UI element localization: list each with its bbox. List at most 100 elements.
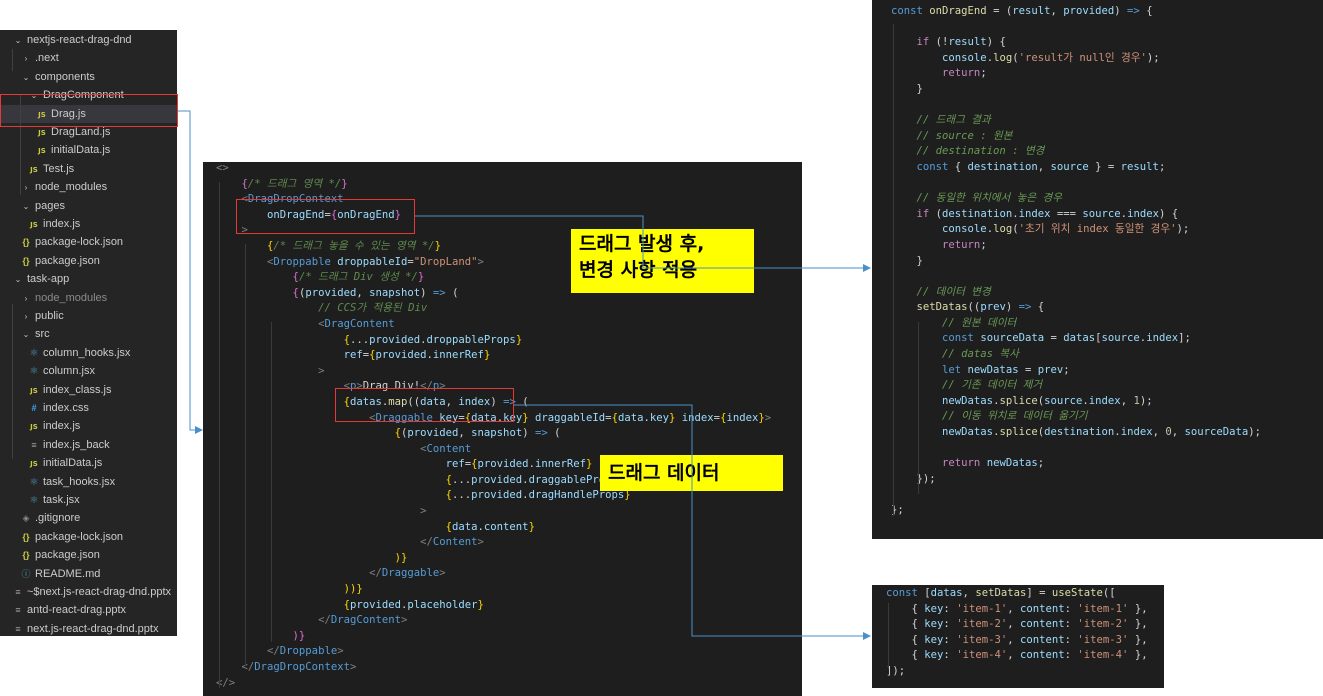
folder-icon: ⌄ [22, 72, 30, 82]
code-line: { key: 'item-4', content: 'item-4' }, [911, 649, 1148, 662]
folder-icon: ⌄ [30, 91, 38, 101]
explorer-item-label: Test.js [43, 162, 75, 175]
explorer-item-label: DragLand.js [51, 126, 111, 138]
code-line: <> [216, 162, 229, 174]
js-icon: JS [38, 147, 46, 156]
indent-guide [245, 244, 246, 666]
code-line: {datas.map((data, index) => ( [343, 395, 529, 408]
explorer-item[interactable]: {}package.json [0, 546, 177, 564]
js-icon: JS [30, 386, 38, 395]
explorer-item[interactable]: ⚛task_hooks.jsx [0, 473, 177, 491]
explorer-item[interactable]: ⌄components [0, 68, 177, 86]
explorer-item-label: column.jsx [43, 365, 95, 378]
code-line: setDatas((prev) => { [916, 301, 1045, 314]
explorer-item[interactable]: ⌄src [0, 325, 177, 343]
code-line: // CCS가 적용된 Div [318, 302, 428, 315]
code-line: {/* 드래그 영역 */} [241, 177, 348, 190]
doc-icon: ≡ [15, 605, 21, 616]
js-icon: JS [30, 460, 38, 469]
explorer-item[interactable]: ⚛ task.jsx [0, 491, 177, 509]
explorer-item[interactable]: {}package-lock.json [0, 528, 177, 546]
folder-icon: ⌄ [14, 36, 22, 45]
folder-icon: ⌄ [22, 201, 30, 211]
explorer-item[interactable]: ›node_modules [0, 289, 177, 307]
explorer-item[interactable]: ›.next [0, 49, 177, 67]
explorer-item-label: index.css [43, 402, 89, 414]
explorer-item[interactable]: ⌄DragComponent [0, 86, 177, 104]
highlight-datas-map [335, 388, 514, 422]
code-line: </DragContent> [318, 614, 408, 627]
explorer-item[interactable]: ≡next.js-react-drag-dnd.pptx [0, 620, 177, 636]
explorer-item-label: column_hooks.jsx [43, 346, 131, 359]
explorer-item[interactable]: JS Test.js [0, 160, 177, 178]
js-icon: JS [38, 110, 46, 119]
indent-guide [271, 322, 272, 642]
code-line: const onDragEnd = (result, provided) => … [891, 5, 1153, 17]
explorer-item[interactable]: ⌄task-app [0, 270, 177, 288]
explorer-item[interactable]: ≡antd-react-drag.pptx [0, 601, 177, 619]
explorer-item-label: pages [35, 199, 65, 212]
folder-icon: › [24, 54, 28, 64]
explorer-item[interactable]: JS Drag.js [0, 104, 177, 123]
explorer-item-label: package.json [35, 549, 100, 562]
indent-guide [219, 182, 220, 688]
arrow-file-to-code [178, 110, 203, 434]
explorer-item[interactable]: ⚛column_hooks.jsx [0, 344, 177, 362]
code-line: return; [942, 238, 987, 251]
explorer-item[interactable]: ›public [0, 307, 177, 325]
callout-drag-event: 드래그 발생 후, 변경 사항 적용 [571, 229, 754, 293]
explorer-item[interactable]: ⚛column.jsx [0, 362, 177, 380]
indent-guide [888, 603, 889, 669]
explorer-item[interactable]: {}package-lock.json [0, 233, 177, 251]
code-line [891, 176, 1261, 192]
code-line: // datas 복사 [942, 348, 1019, 361]
explorer-item[interactable]: ⌄ pages [0, 197, 177, 215]
folder-icon: ⌄ [14, 275, 22, 285]
code-line: </Draggable> [369, 567, 446, 580]
code-line: onDragEnd={onDragEnd} [267, 208, 402, 221]
code-line: const [datas, setDatas] = useState([ [886, 587, 1116, 599]
callout-drag-event-line1: 드래그 발생 후, [579, 233, 705, 255]
usestate-code-panel: const [datas, setDatas] = useState([ { k… [872, 585, 1164, 688]
callout-drag-data-text: 드래그 데이터 [608, 462, 720, 484]
explorer-item-label: task.jsx [43, 494, 80, 506]
code-line: // source : 원본 [916, 129, 1013, 142]
code-line: return; [942, 67, 987, 80]
explorer-item[interactable]: ◈.gitignore [0, 509, 177, 527]
code-line: return newDatas; [942, 457, 1045, 470]
explorer-item-label: Drag.js [51, 107, 86, 120]
code-line: </> [216, 676, 236, 689]
code-line: if (destination.index === source.index) … [916, 207, 1179, 220]
code-line: // 드래그 결과 [916, 114, 991, 127]
explorer-item-label: package-lock.json [35, 236, 124, 249]
explorer-item-label: src [35, 328, 50, 341]
jsx-icon: ⚛ [29, 495, 39, 506]
js-icon: JS [30, 165, 38, 174]
indent-guide [12, 304, 13, 459]
explorer-item[interactable]: ≡index.js_back [0, 436, 177, 454]
explorer-item-label: package-lock.json [35, 530, 124, 543]
explorer-item[interactable]: {}package.json [0, 252, 177, 270]
code-line: > [241, 224, 248, 237]
explorer-item[interactable]: ›node_modules [0, 178, 177, 196]
js-icon: JS [38, 129, 46, 137]
explorer-item[interactable]: #index.css [0, 399, 177, 417]
explorer-item[interactable]: ≡~$next.js-react-drag-dnd.pptx [0, 583, 177, 601]
explorer-item[interactable]: JS DragLand.js [0, 123, 177, 141]
explorer-item-label: .gitignore [35, 512, 81, 525]
explorer-item-label: next.js-react-drag-dnd.pptx [27, 622, 159, 635]
explorer-item[interactable]: ⌄nextjs-react-drag-dnd [0, 31, 177, 49]
code-line [891, 20, 1261, 36]
doc-icon: ≡ [15, 587, 21, 597]
code-line: </Droppable> [267, 645, 344, 658]
code-line: { key: 'item-1', content: 'item-1' }, [911, 602, 1148, 615]
code-line: const { destination, source } = result; [916, 160, 1166, 173]
code-line: <DragContent [318, 317, 395, 330]
info-icon: ⓘ [21, 568, 31, 579]
